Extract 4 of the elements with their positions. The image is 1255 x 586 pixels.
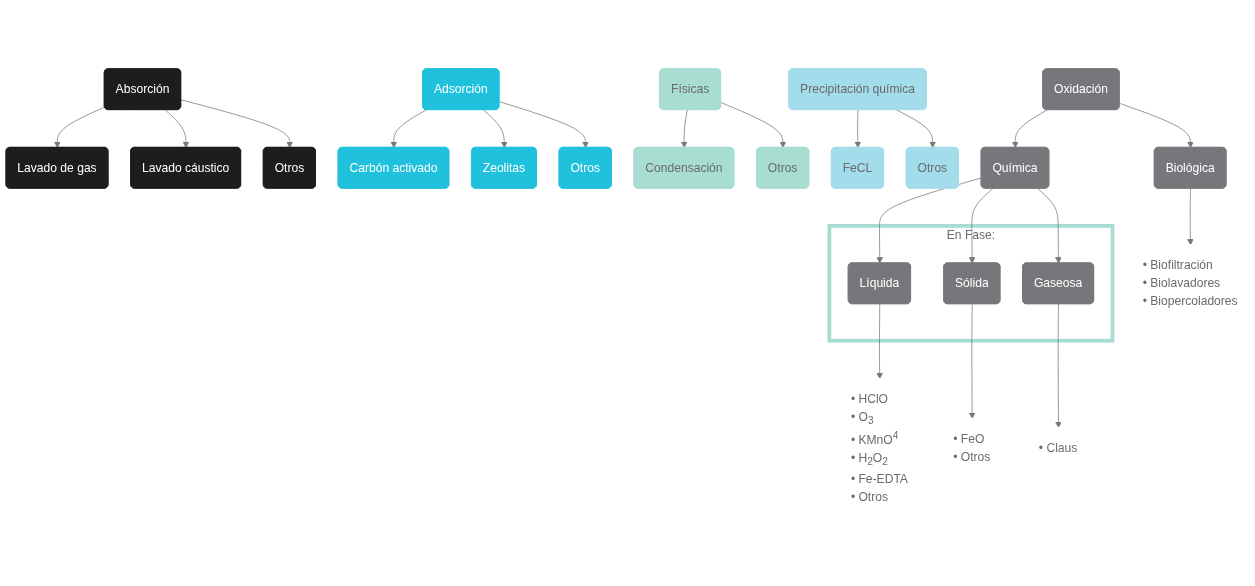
node-text: • Biofiltración • Biolavadores • Biopercoladores — [1142, 258, 1238, 308]
node-text: • FeO • Otros — [953, 431, 991, 463]
node-text: • Claus — [1038, 441, 1078, 454]
node-text: • HClO • O$_{3}$ • KMnO$^{4}$ • H$_{2}$O$_{2}$ • Fe-EDTA • Otros — [850, 392, 908, 503]
